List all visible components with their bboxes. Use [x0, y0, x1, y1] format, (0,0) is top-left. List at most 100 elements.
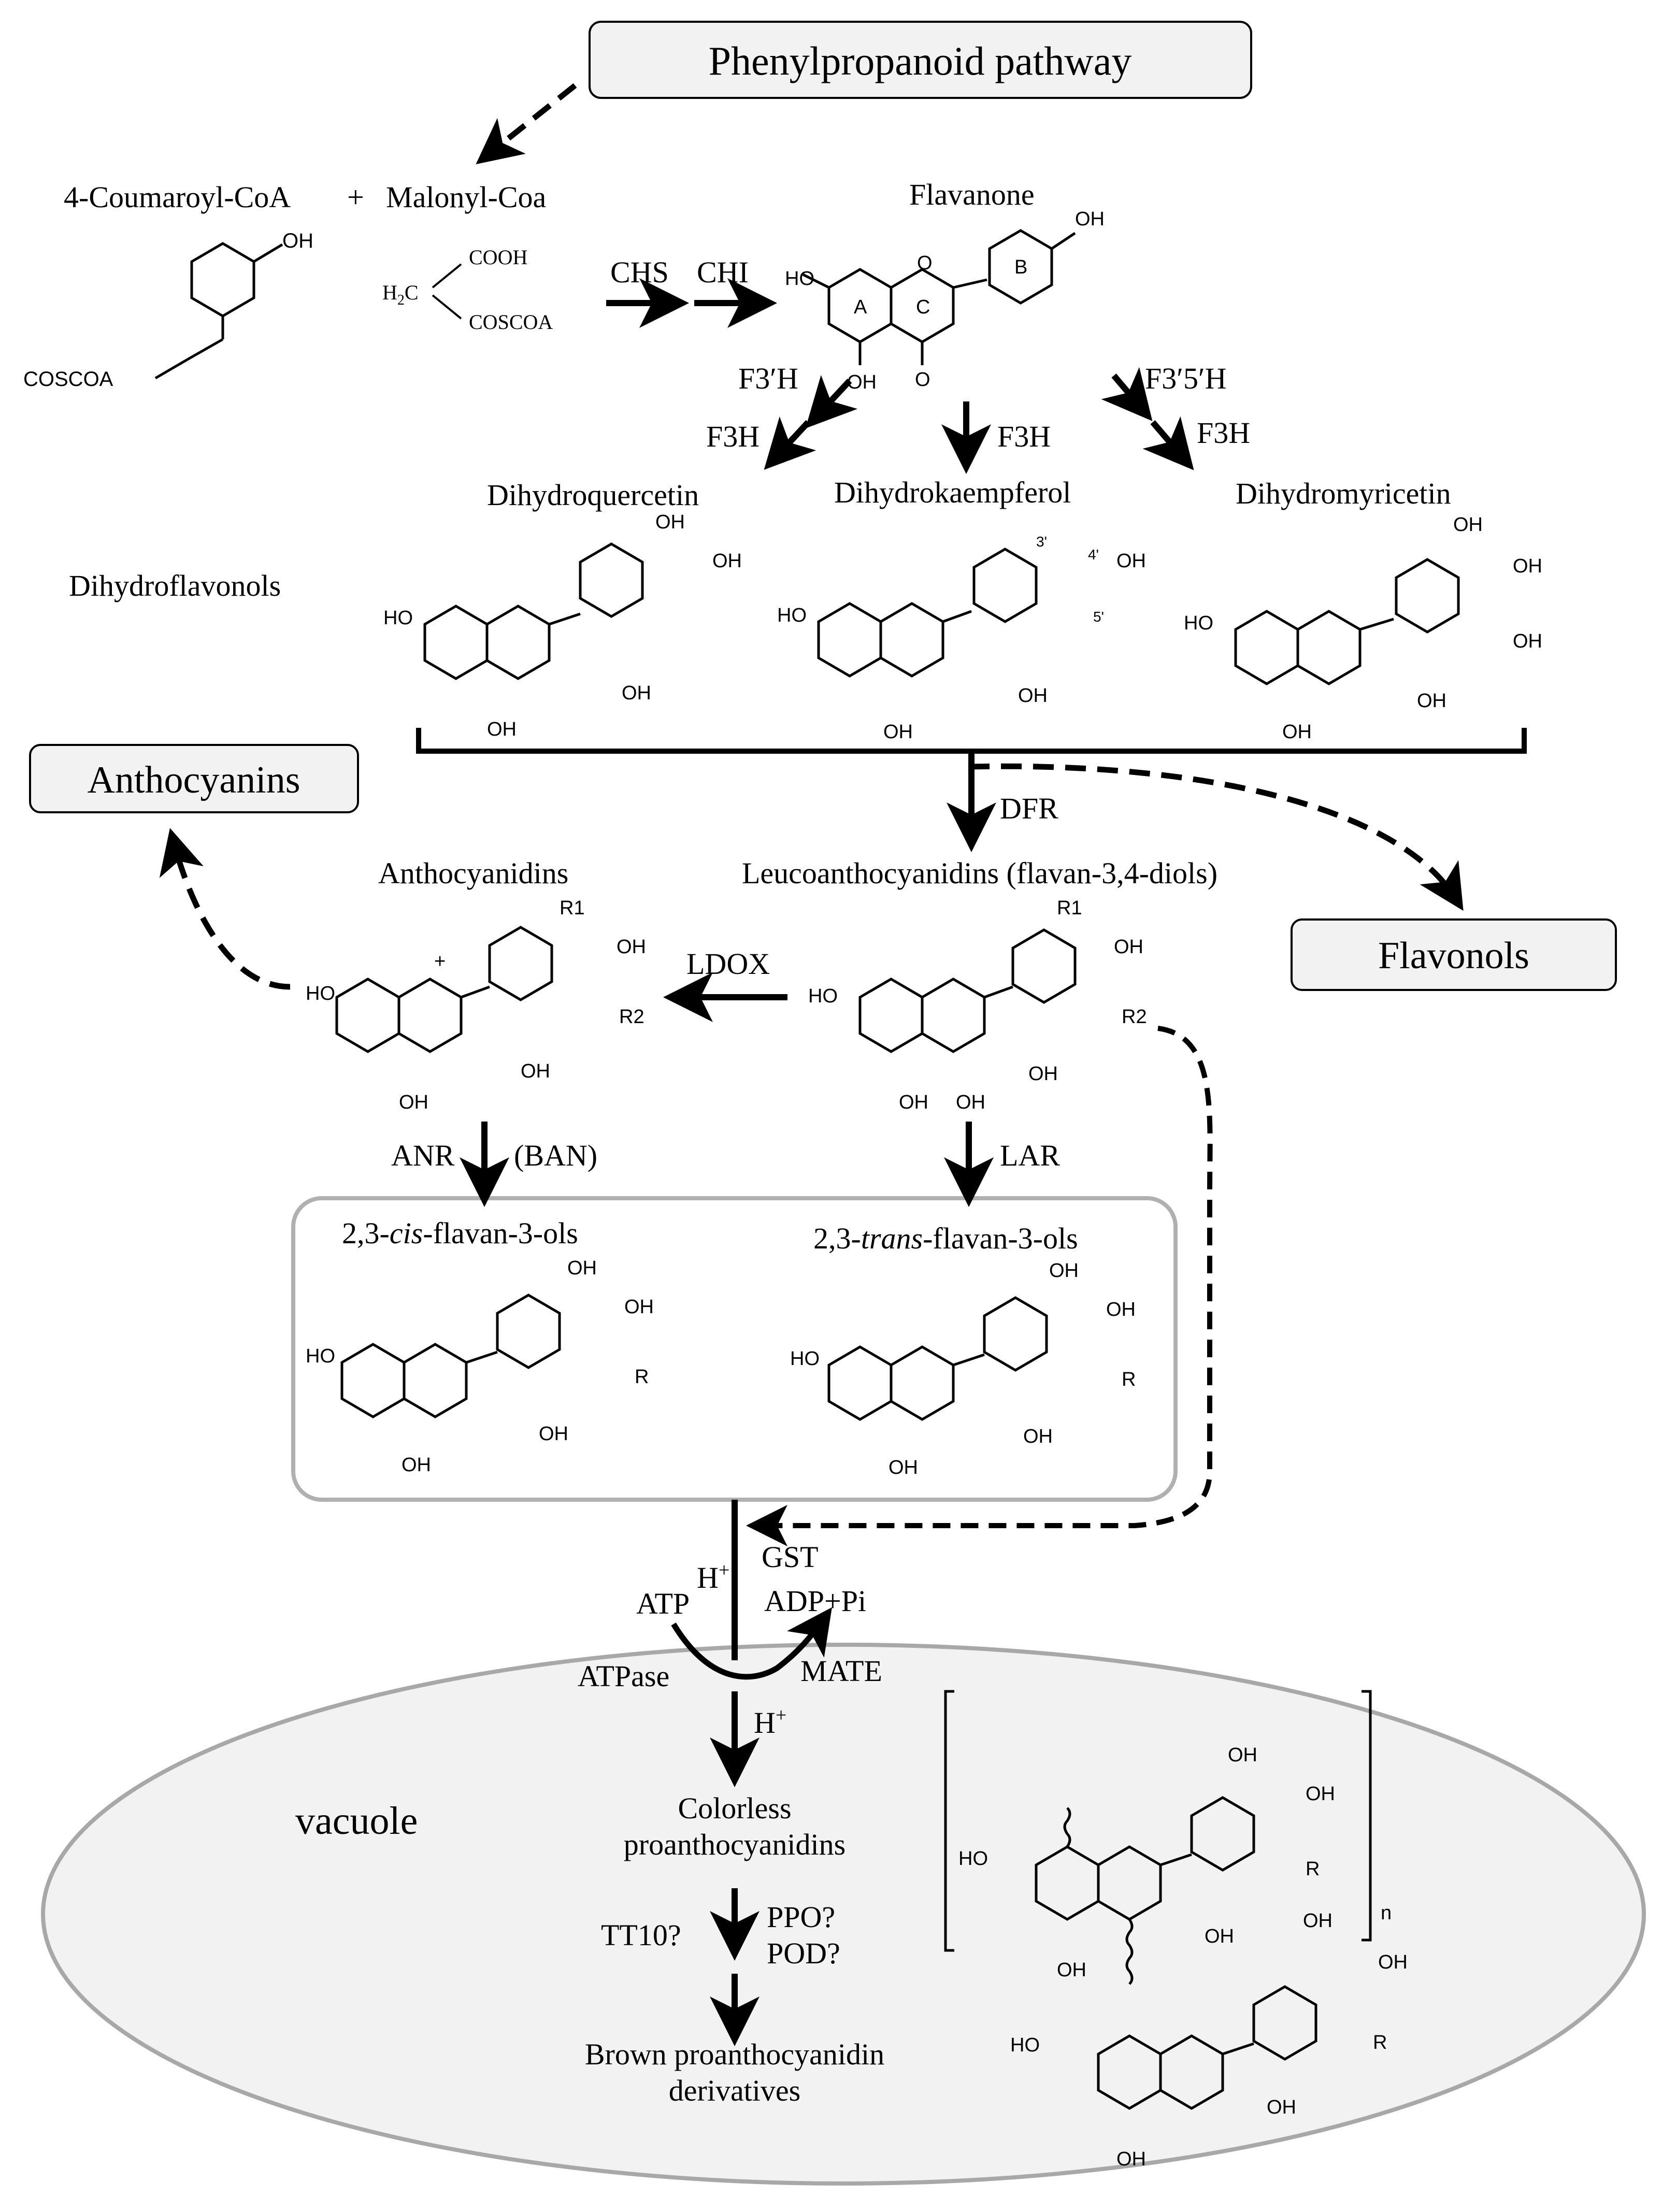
ring-c-label: C	[916, 296, 930, 318]
ldox-label: LDOX	[686, 947, 770, 981]
ban-label: (BAN)	[514, 1139, 597, 1172]
dhm-oh-5-label: OH	[1282, 721, 1312, 743]
dihydromyricetin-structure	[1234, 558, 1460, 685]
polymer-oh-3p-2-label: OH	[1303, 1910, 1333, 1932]
dhq-ho-label: HO	[383, 607, 413, 629]
flavonols-label: Flavonols	[1378, 935, 1529, 977]
trans-oh-3p-label: OH	[1049, 1260, 1079, 1282]
dihydroquercetin-structure	[423, 542, 644, 680]
coumaroyl-coa-label: 4-Coumaroyl-CoA	[64, 180, 291, 214]
trans-flavan-3-ols-label: 2,3-trans-flavan-3-ols	[813, 1222, 1078, 1255]
anthocyanidins-label: Anthocyanidins	[378, 856, 568, 890]
phenylpropanoid-pathway-box: Phenylpropanoid pathway	[589, 21, 1252, 99]
anr-label: ANR	[391, 1139, 455, 1172]
tt10-label: TT10?	[601, 1918, 681, 1952]
leuco-r1-label: R1	[1057, 897, 1082, 919]
malonyl-h2c-label: H2C	[382, 281, 419, 308]
f3prime-h-label: F3′H	[738, 362, 798, 395]
cis-ho-label: HO	[306, 1345, 335, 1367]
trans-oh-5-label: OH	[889, 1457, 918, 1478]
cis-flavan-3-ol-structure	[340, 1294, 561, 1418]
anthocyanidin-r1-label: R1	[560, 897, 585, 919]
trans-ho-label: HO	[790, 1348, 820, 1370]
polymer-ho-2-label: HO	[1010, 2034, 1040, 2056]
dhm-oh-3-label: OH	[1417, 690, 1446, 712]
plus-sign: +	[347, 180, 364, 214]
trans-flavan-3-ol-structure	[827, 1296, 1048, 1421]
lar-label: LAR	[1000, 1139, 1060, 1172]
polymer-oh-4p-2-label: OH	[1378, 1951, 1408, 1973]
dihydroquercetin-label: Dihydroquercetin	[487, 478, 699, 512]
flavanone-label: Flavanone	[909, 178, 1035, 211]
trans-r-label: R	[1122, 1369, 1136, 1390]
flavanone-o-4-label: O	[915, 369, 930, 391]
leuco-ho-label: HO	[808, 985, 838, 1007]
cis-r-label: R	[635, 1366, 649, 1388]
leucoanthocyanidins-label: Leucoanthocyanidins (flavan-3,4-diols)	[742, 856, 1217, 890]
leuco-r2-label: R2	[1122, 1006, 1147, 1028]
h-plus-vacuole-label: H+	[754, 1704, 786, 1740]
cis-oh-3p-label: OH	[567, 1257, 597, 1279]
anthocyanidin-oh-label: OH	[617, 936, 646, 958]
ring-a-label: A	[854, 296, 867, 318]
dhk-oh-4p-label: OH	[1116, 550, 1146, 572]
atp-label: ATP	[636, 1587, 690, 1620]
leuco-oh-3-label: OH	[1028, 1063, 1058, 1085]
ring-b-label: B	[1014, 256, 1027, 278]
polymer-oh-4p-1-label: OH	[1306, 1783, 1335, 1805]
f3prime-h-arrow	[805, 375, 858, 428]
vacuole-label: vacuole	[295, 1799, 418, 1843]
malonyl-coscoa-label: COSCOA	[469, 310, 553, 334]
cis-flavan-3-ols-label: 2,3-cis-flavan-3-ols	[342, 1216, 578, 1250]
anthocyanins-box: Anthocyanins	[29, 744, 359, 813]
leuco-oh-5-label: OH	[899, 1091, 928, 1113]
dihydromyricetin-label: Dihydromyricetin	[1236, 477, 1451, 510]
coumaroyl-coa-structure	[154, 242, 283, 380]
pod-label: POD?	[767, 1936, 840, 1970]
flavanone-ho-label: HO	[785, 268, 814, 290]
dihydroflavonols-to-flavonols-arrow	[968, 763, 1464, 911]
cis-oh-4p-label: OH	[624, 1296, 654, 1318]
dhm-oh-5p-label: OH	[1513, 630, 1542, 652]
anthocyanidin-structure	[335, 926, 553, 1053]
brown-derivatives-label-1: Brown proanthocyanidin	[585, 2037, 884, 2071]
proanthocyanidin-polymer-structure	[944, 1690, 1372, 2110]
dhk-pos3-label: 3'	[1036, 534, 1047, 550]
malonyl-cooh-label: COOH	[469, 246, 527, 269]
polymer-oh-5-1-label: OH	[1057, 1959, 1086, 1981]
cis-oh-3-label: OH	[539, 1423, 568, 1445]
dhk-oh-5-label: OH	[883, 721, 913, 743]
flavanone-oh-b-label: OH	[1075, 208, 1105, 230]
dhk-pos5-label: 5'	[1093, 609, 1104, 625]
polymer-oh-3p-1-label: OH	[1228, 1744, 1257, 1766]
anthocyanins-label: Anthocyanins	[87, 759, 300, 801]
colorless-proanthocyanidins-label-2: proanthocyanidins	[624, 1828, 846, 1861]
chi-label: CHI	[697, 255, 749, 289]
dhk-ho-label: HO	[777, 605, 807, 626]
dfr-label: DFR	[1000, 792, 1058, 825]
anthocyanidin-oh-3-label: OH	[521, 1060, 550, 1082]
phenylpropanoid-to-malonyl-arrow	[476, 83, 577, 165]
flavanone-o-label: O	[917, 252, 933, 274]
polymer-r-2-label: R	[1373, 2032, 1387, 2053]
coumaroyl-coscoa-label: COSCOA	[23, 368, 113, 391]
f3prime5prime-h-arrow	[1101, 367, 1153, 421]
h-plus-top-label: H+	[697, 1559, 729, 1595]
anthocyanidin-oh-5-label: OH	[399, 1091, 428, 1113]
dhm-ho-label: HO	[1184, 612, 1213, 634]
flavanone-oh-5-label: OH	[847, 371, 877, 393]
leucoanthocyanidins-to-gst-arrow	[746, 1026, 1213, 1546]
dhm-oh-4p-label: OH	[1513, 555, 1542, 577]
dhq-oh-3-label: OH	[622, 682, 651, 704]
mate-label: MATE	[800, 1654, 882, 1688]
ppo-label: PPO?	[767, 1900, 835, 1934]
atp-to-adp-arrow	[671, 1607, 832, 1680]
f3h-right-arrow	[1142, 416, 1194, 470]
polymer-r-1-label: R	[1306, 1858, 1320, 1880]
malonyl-coa-label: Malonyl-Coa	[386, 180, 546, 214]
dhm-oh-3p-label: OH	[1453, 514, 1483, 536]
atpase-label: ATPase	[578, 1659, 669, 1693]
brown-derivatives-label-2: derivatives	[669, 2074, 800, 2107]
phenylpropanoid-pathway-label: Phenylpropanoid pathway	[709, 38, 1132, 83]
